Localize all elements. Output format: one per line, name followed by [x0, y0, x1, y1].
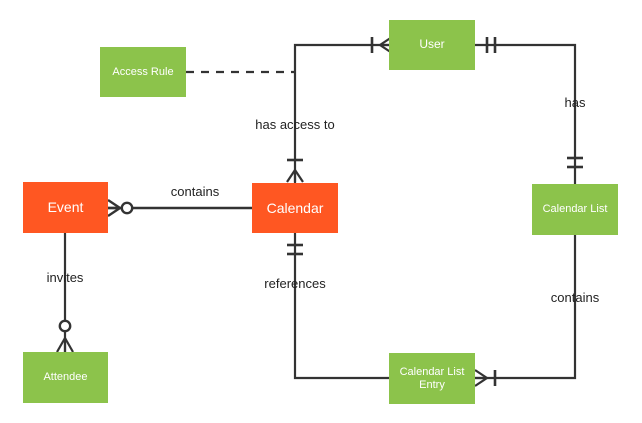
edge-calendar-references-entry — [293, 233, 389, 380]
edge-user-has-access-to-calendar — [293, 43, 389, 183]
edge-label-invites: invites — [46, 270, 84, 285]
edge-label-contains-top: contains — [170, 184, 220, 199]
entity-event[interactable]: Event — [23, 182, 108, 233]
entity-calendar-list-label: Calendar List — [542, 203, 608, 216]
entity-user-label: User — [419, 37, 445, 52]
entity-calendar-list-entry-label: Calendar List Entry — [399, 365, 465, 391]
entity-calendar-label: Calendar — [266, 199, 324, 216]
edge-label-has-access-to: has access to — [255, 117, 335, 132]
edge-label-contains-right: contains — [550, 290, 600, 305]
entity-attendee[interactable]: Attendee — [23, 352, 108, 403]
edge-label-has: has — [564, 95, 586, 110]
entity-attendee-label: Attendee — [43, 371, 88, 384]
cardinality-calendar-list-exactly-one — [567, 156, 583, 169]
edge-label-references: references — [264, 276, 326, 291]
cardinality-attendee-zero-or-many — [56, 319, 74, 353]
cardinality-calendar-bottom-exactly-one — [287, 243, 303, 256]
entity-calendar-list[interactable]: Calendar List — [532, 184, 618, 235]
entity-event-label: Event — [47, 199, 84, 216]
entity-access-rule[interactable]: Access Rule — [100, 47, 186, 97]
edge-calendar-list-contains-entry — [475, 235, 577, 380]
cardinality-entry-one-or-many — [474, 369, 497, 387]
entity-user[interactable]: User — [389, 20, 475, 70]
entity-calendar-list-entry[interactable]: Calendar List Entry — [389, 353, 475, 404]
cardinality-event-zero-or-many — [107, 199, 134, 217]
cardinality-calendar-top-one-or-many — [286, 158, 304, 183]
entity-calendar[interactable]: Calendar — [252, 183, 338, 233]
cardinality-user-exactly-one — [485, 37, 497, 53]
edge-user-has-calendar-list — [475, 43, 577, 184]
entity-access-rule-label: Access Rule — [112, 65, 174, 78]
